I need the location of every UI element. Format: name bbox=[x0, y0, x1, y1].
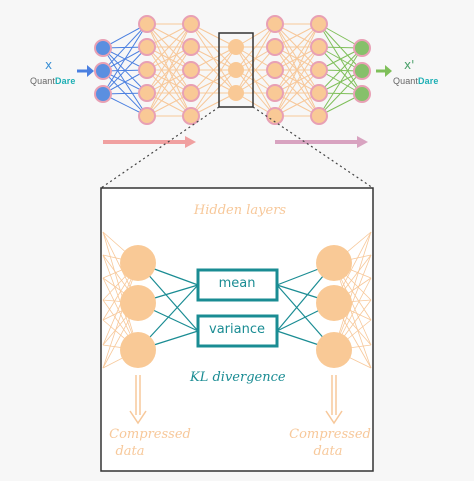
decoder-arrow-head bbox=[357, 136, 368, 148]
hidden-node-left bbox=[120, 285, 156, 321]
neuron-node bbox=[138, 61, 156, 79]
neuron-node bbox=[228, 39, 244, 55]
neuron-node bbox=[228, 85, 244, 101]
brand-logo-right: QuantDare bbox=[393, 76, 439, 86]
edge-line bbox=[274, 46, 320, 117]
hidden-layers-label: Hidden layers bbox=[193, 203, 287, 218]
edge-line bbox=[102, 46, 148, 95]
edge-line bbox=[274, 69, 320, 117]
mean-box-label: mean bbox=[218, 276, 256, 291]
neuron-node bbox=[353, 85, 371, 103]
neuron-node bbox=[310, 15, 328, 33]
mean-box bbox=[196, 268, 279, 302]
hidden-node-right bbox=[316, 285, 352, 321]
neuron-node bbox=[182, 38, 200, 56]
edge-line bbox=[146, 46, 192, 117]
neuron-node bbox=[138, 84, 156, 102]
edge-line bbox=[235, 23, 276, 94]
neuron-node bbox=[182, 15, 200, 33]
neuron-node bbox=[310, 38, 328, 56]
hidden-node-right bbox=[316, 332, 352, 368]
output-arrow-head bbox=[385, 65, 392, 77]
outgoing-edge bbox=[333, 262, 372, 369]
neuron-node bbox=[266, 15, 284, 33]
down-arrow-head bbox=[325, 410, 343, 425]
incoming-edge bbox=[102, 231, 139, 351]
edge-line bbox=[274, 23, 320, 94]
neuron-node bbox=[94, 85, 112, 103]
neuron-node bbox=[266, 61, 284, 79]
hidden-node-right bbox=[316, 245, 352, 281]
variance-box-label: variance bbox=[209, 322, 265, 337]
input-label: x bbox=[45, 58, 53, 72]
zoom-line-left bbox=[100, 106, 220, 189]
incoming-edge bbox=[102, 262, 139, 369]
input-arrow-head bbox=[87, 65, 94, 77]
neuron-node bbox=[94, 39, 112, 57]
hidden-node-left bbox=[120, 245, 156, 281]
edge-line bbox=[190, 69, 237, 117]
edge-line bbox=[146, 23, 192, 94]
neuron-node bbox=[310, 107, 328, 125]
edge-line bbox=[274, 23, 320, 71]
compressed-data-right-line2: data bbox=[313, 444, 343, 459]
edge-line bbox=[235, 23, 276, 71]
latent-highlight-box bbox=[218, 32, 254, 108]
neuron-node bbox=[138, 38, 156, 56]
edge-line bbox=[318, 47, 363, 117]
brand-logo-left: QuantDare bbox=[30, 76, 76, 86]
neuron-node bbox=[182, 107, 200, 125]
edge-line bbox=[102, 23, 148, 95]
edge-line bbox=[190, 46, 237, 117]
edge-line bbox=[146, 23, 192, 71]
edge-line bbox=[274, 23, 320, 117]
neuron-node bbox=[138, 107, 156, 125]
neuron-node bbox=[94, 62, 112, 80]
outgoing-edge bbox=[333, 231, 372, 351]
neuron-node bbox=[266, 38, 284, 56]
encoder-arrow-head bbox=[185, 136, 196, 148]
edge-line bbox=[318, 70, 363, 117]
neuron-node bbox=[353, 62, 371, 80]
neuron-node bbox=[353, 39, 371, 57]
down-arrow-head bbox=[129, 410, 147, 425]
neuron-node bbox=[138, 15, 156, 33]
output-label: x' bbox=[404, 58, 415, 72]
kl-divergence-label: KL divergence bbox=[190, 370, 286, 385]
edge-line bbox=[146, 23, 192, 117]
edge-line bbox=[102, 23, 148, 72]
neuron-node bbox=[310, 61, 328, 79]
compressed-data-right-line1: Compressed bbox=[289, 427, 371, 442]
hidden-node-left bbox=[120, 332, 156, 368]
compressed-data-left-line2: data bbox=[115, 444, 145, 459]
variance-box bbox=[196, 314, 279, 348]
edge-line bbox=[146, 69, 192, 117]
neuron-node bbox=[182, 61, 200, 79]
neuron-node bbox=[228, 62, 244, 78]
edge-line bbox=[235, 46, 276, 94]
compressed-data-left-line1: Compressed bbox=[109, 427, 191, 442]
edge-line bbox=[190, 46, 237, 94]
neuron-node bbox=[266, 84, 284, 102]
neuron-node bbox=[310, 84, 328, 102]
neuron-node bbox=[182, 84, 200, 102]
zoom-line-right bbox=[252, 106, 374, 189]
edge-line bbox=[318, 47, 363, 94]
